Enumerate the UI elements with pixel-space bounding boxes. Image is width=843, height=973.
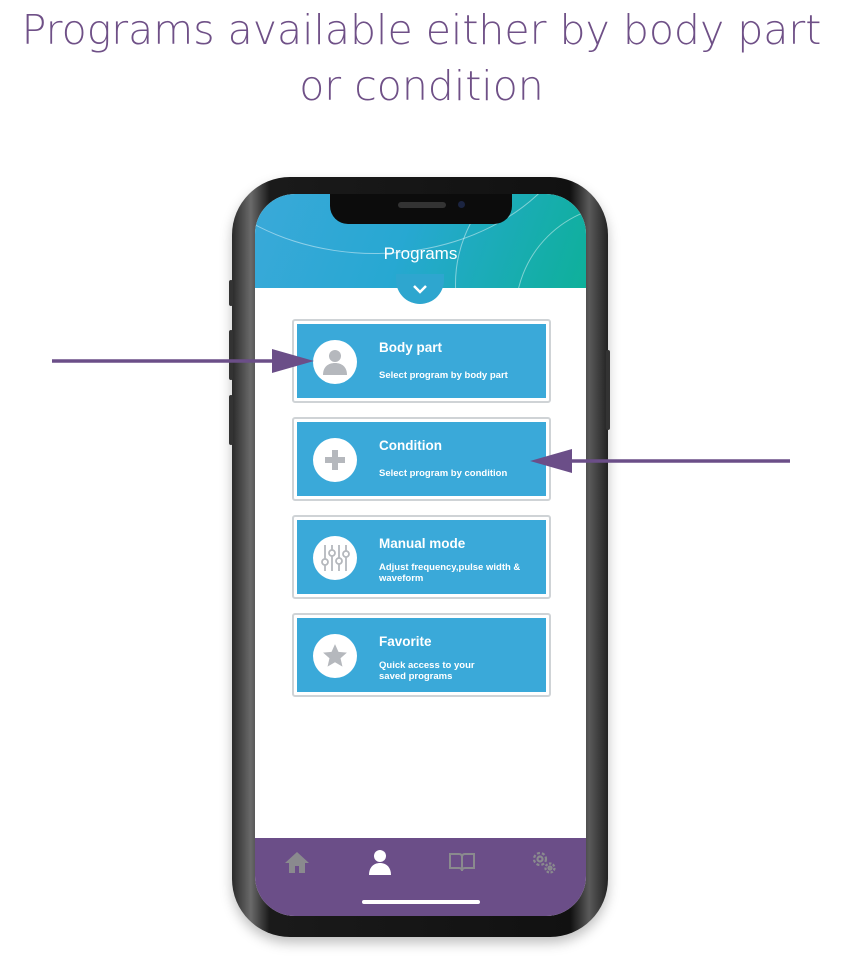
collapse-button[interactable] bbox=[396, 274, 444, 304]
book-icon[interactable] bbox=[447, 848, 477, 876]
notch bbox=[330, 194, 512, 224]
sliders-icon bbox=[313, 536, 357, 580]
volume-up-button bbox=[229, 330, 233, 380]
card-title: Manual mode bbox=[379, 536, 466, 551]
headline-line-1: Programs available either by body part bbox=[21, 6, 822, 54]
card-subtitle: Select program by body part bbox=[379, 370, 508, 381]
card-manual-mode[interactable]: Manual mode Adjust frequency,pulse width… bbox=[292, 515, 551, 599]
card-title: Condition bbox=[379, 438, 442, 453]
star-icon bbox=[313, 634, 357, 678]
person-icon bbox=[313, 340, 357, 384]
app-screen: Programs Body part Select program by bod… bbox=[255, 194, 586, 916]
card-subtitle: Quick access to your saved programs bbox=[379, 660, 475, 682]
page-title: Programs bbox=[383, 244, 458, 263]
volume-down-button bbox=[229, 395, 233, 445]
chevron-down-icon bbox=[413, 285, 427, 294]
arrow-to-condition bbox=[530, 449, 790, 473]
bottom-nav bbox=[255, 838, 586, 916]
home-indicator bbox=[362, 900, 480, 904]
power-button bbox=[606, 350, 610, 430]
gears-icon[interactable] bbox=[529, 848, 559, 876]
mute-switch bbox=[229, 280, 233, 306]
card-condition[interactable]: Condition Select program by condition bbox=[292, 417, 551, 501]
card-subtitle: Select program by condition bbox=[379, 468, 508, 479]
plus-icon bbox=[313, 438, 357, 482]
headline-line-2: or condition bbox=[299, 62, 544, 110]
card-title: Favorite bbox=[379, 634, 432, 649]
card-title: Body part bbox=[379, 340, 443, 355]
person-icon[interactable] bbox=[365, 848, 395, 876]
card-subtitle: Adjust frequency,pulse width & waveform bbox=[379, 562, 521, 584]
card-body-part[interactable]: Body part Select program by body part bbox=[292, 319, 551, 403]
home-icon[interactable] bbox=[282, 848, 312, 876]
arrow-to-body-part bbox=[52, 349, 314, 373]
card-favorite[interactable]: Favorite Quick access to your saved prog… bbox=[292, 613, 551, 697]
